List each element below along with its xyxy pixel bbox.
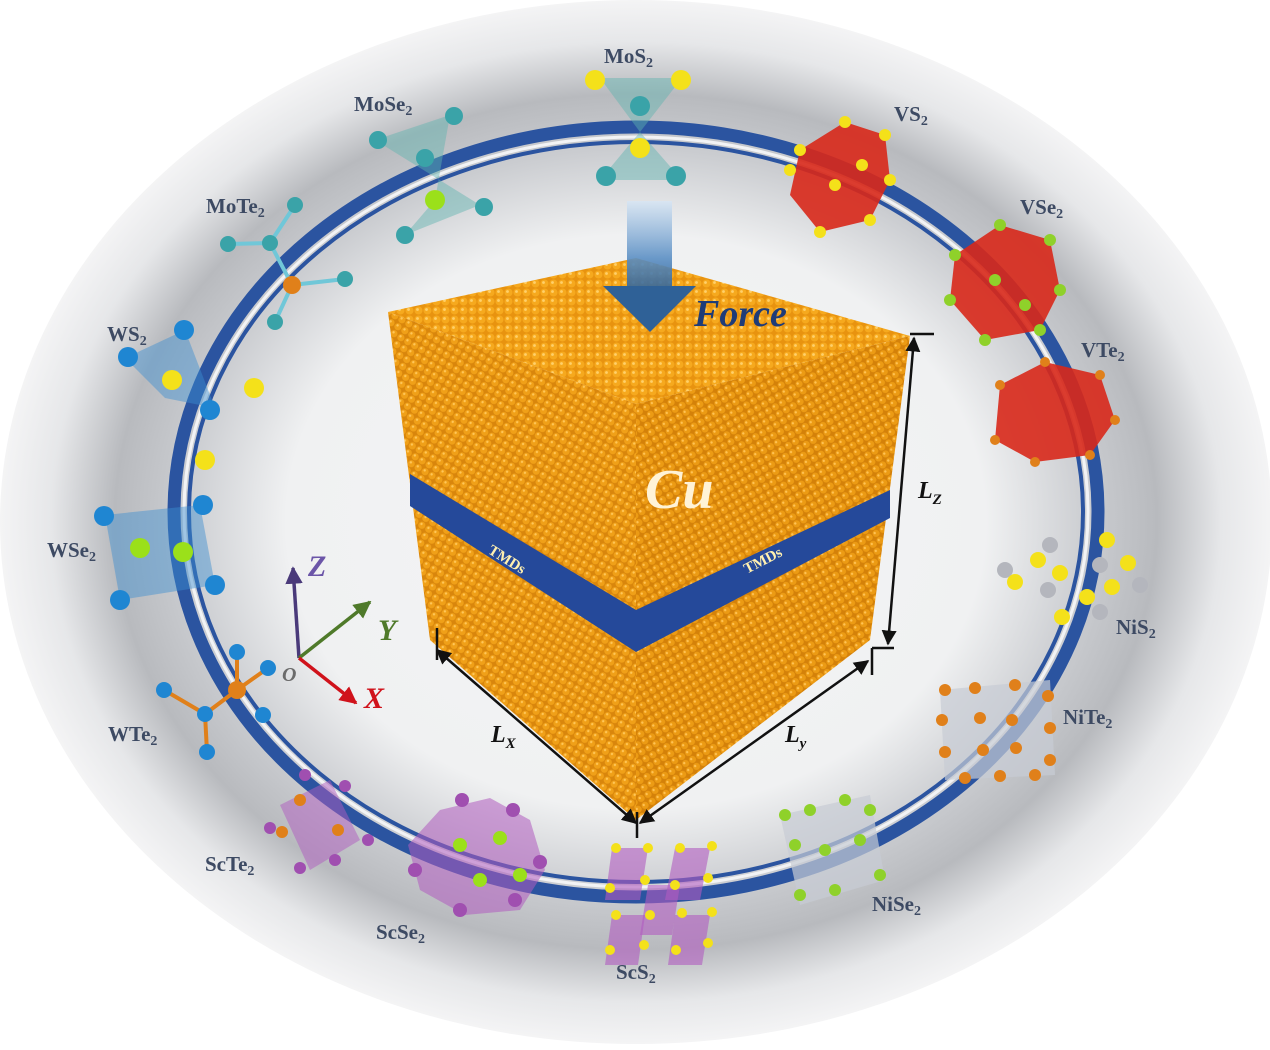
axis-x-label: X (364, 682, 385, 715)
axis-origin-label: O (282, 664, 297, 686)
lx-label: LX (491, 722, 516, 752)
force-arrow (603, 201, 696, 332)
ly-label: Ly (785, 722, 807, 752)
label-ws2: WS2 (107, 322, 147, 349)
vs2-structure (784, 116, 896, 238)
label-wse2: WSe2 (47, 538, 96, 565)
vte2-structure (990, 357, 1120, 467)
label-scte2: ScTe2 (205, 852, 255, 879)
mose2-structure (369, 107, 493, 244)
lz-dimension (881, 336, 921, 646)
label-nite2: NiTe2 (1063, 705, 1113, 732)
label-vte2: VTe2 (1081, 338, 1125, 365)
force-label: Force (694, 293, 787, 335)
scte2-structure (264, 769, 374, 874)
coordinate-axes (285, 566, 372, 705)
label-mos2: MoS2 (604, 44, 653, 71)
label-nis2: NiS2 (1116, 615, 1156, 642)
mote2-structure (220, 197, 353, 330)
lz-label: LZ (918, 478, 942, 508)
wse2-structure (94, 495, 225, 610)
label-nise2: NiSe2 (872, 892, 921, 919)
nite2-structure (936, 679, 1056, 784)
tmd-interface-band (410, 474, 890, 652)
vse2-structure (944, 219, 1066, 346)
label-mote2: MoTe2 (206, 194, 265, 221)
ws2-structure (118, 320, 264, 470)
dimension-lines (435, 332, 934, 838)
wte2-structure (156, 644, 276, 760)
axis-z-label: Z (308, 550, 327, 583)
cu-label: Cu (645, 459, 714, 521)
nis2-structure (997, 532, 1148, 625)
y-axis (297, 600, 372, 660)
ly-dimension (638, 659, 870, 825)
axis-y-label: Y (378, 614, 397, 647)
label-vse2: VSe2 (1020, 195, 1064, 222)
scse2-structure (408, 793, 547, 917)
scs2-structure (605, 841, 717, 965)
label-scse2: ScSe2 (376, 920, 425, 947)
label-vs2: VS2 (894, 102, 928, 129)
mos2-structure (585, 70, 691, 186)
z-axis (285, 566, 303, 659)
label-mose2: MoSe2 (354, 92, 413, 119)
lx-dimension (435, 649, 638, 824)
label-wte2: WTe2 (108, 722, 158, 749)
nise2-structure (779, 794, 886, 905)
x-axis (297, 656, 358, 705)
label-scs2: ScS2 (616, 960, 656, 987)
